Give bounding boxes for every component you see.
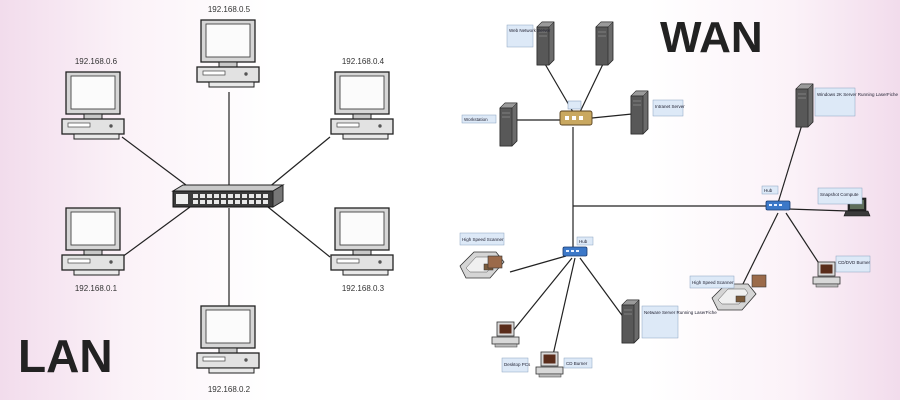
svg-text:Netware Server Running LaserFi: Netware Server Running LaserFiche — [644, 310, 717, 315]
wan-link — [579, 63, 604, 113]
device-label-windows-server: Windows 2K Server Running LaserFiche — [814, 87, 899, 117]
wan-link — [787, 208, 849, 212]
device-label-desktop-pcs: Desktop PCs — [501, 357, 531, 373]
intranet-server-tower — [630, 90, 649, 135]
svg-text:High Speed Scanner: High Speed Scanner — [692, 280, 734, 285]
ip-label-bottom: 192.168.0.2 — [208, 385, 251, 394]
wan-link — [591, 113, 633, 119]
device-label-snapshot-computer: Snapshot Compute — [817, 187, 863, 205]
lan-computer-bottom-right — [330, 207, 394, 276]
lan-link-top-right — [267, 136, 331, 189]
server-tower — [595, 21, 614, 66]
svg-text:CD/DVD Burner: CD/DVD Burner — [838, 260, 871, 265]
device-label-workstation: Workstation — [461, 114, 497, 124]
wan-diagram: WAN — [459, 13, 899, 378]
lan-computer-top — [196, 19, 260, 88]
wan-link — [777, 117, 805, 204]
device-label-laserfiche-server: Netware Server Running LaserFiche — [641, 305, 717, 339]
ip-label-top: 192.168.0.5 — [208, 5, 251, 14]
wan-link — [509, 255, 567, 273]
svg-text:Snapshot Compute: Snapshot Compute — [820, 192, 859, 197]
ip-label-bottom-left: 192.168.0.1 — [75, 284, 118, 293]
lan-switch — [171, 184, 285, 208]
router — [559, 100, 593, 126]
ip-label-top-right: 192.168.0.4 — [342, 57, 385, 66]
ip-label-top-left: 192.168.0.6 — [75, 57, 118, 66]
device-label-hub: Hub — [576, 236, 594, 246]
svg-text:Hub: Hub — [764, 188, 773, 193]
svg-text:Intranet Server: Intranet Server — [655, 104, 685, 109]
device-label-scanner: High Speed Scanner — [689, 275, 735, 289]
cd-burner-pc-icon — [535, 351, 564, 378]
wan-link — [739, 212, 779, 291]
svg-text:Workstation: Workstation — [464, 117, 488, 122]
lan-computer-top-right — [330, 71, 394, 140]
scanner-monitor — [751, 274, 767, 288]
svg-text:Web Network Server: Web Network Server — [509, 28, 551, 33]
windows-server-tower — [795, 83, 814, 128]
svg-text:Hub: Hub — [579, 239, 588, 244]
lan-link-bottom-right — [267, 206, 331, 258]
ip-label-bottom-right: 192.168.0.3 — [342, 284, 385, 293]
wan-link — [579, 257, 625, 319]
hub-icon — [562, 246, 588, 257]
hub-icon — [765, 200, 791, 211]
device-label-intranet-server: Intranet Server — [652, 99, 685, 117]
lan-computer-top-left — [61, 71, 125, 140]
svg-text:Desktop PCs: Desktop PCs — [504, 362, 531, 367]
svg-text:CD Burner: CD Burner — [566, 361, 588, 366]
workstation-tower — [499, 102, 518, 147]
device-label-web-server: Web Network Server — [506, 24, 551, 48]
device-label-cd-burner: CD Burner — [563, 357, 593, 369]
desktop-pc-icon — [491, 321, 520, 348]
lan-computer-bottom-left — [61, 207, 125, 276]
device-label-hub: Hub — [761, 185, 779, 195]
svg-text:High Speed Scanner: High Speed Scanner — [462, 237, 504, 242]
lan-diagram: 192.168.0.5 192.168.0.6 192.168.0.4 192.… — [18, 5, 394, 394]
svg-text:Windows 2K Server Running Lase: Windows 2K Server Running LaserFiche — [817, 92, 899, 97]
laserfiche-server-tower — [621, 299, 640, 344]
lan-title: LAN — [18, 330, 113, 382]
lan-link-top-left — [121, 136, 191, 189]
wan-link — [552, 257, 576, 356]
scanner-monitor — [487, 255, 503, 269]
lan-computer-bottom — [196, 305, 260, 374]
wan-link — [785, 212, 823, 269]
device-label-scanner: High Speed Scanner — [459, 232, 505, 246]
device-label-cd-dvd-burner: CD/DVD Burner — [835, 255, 871, 273]
wan-link — [511, 257, 573, 333]
lan-link-bottom-left — [121, 206, 191, 258]
wan-title: WAN — [660, 13, 763, 62]
